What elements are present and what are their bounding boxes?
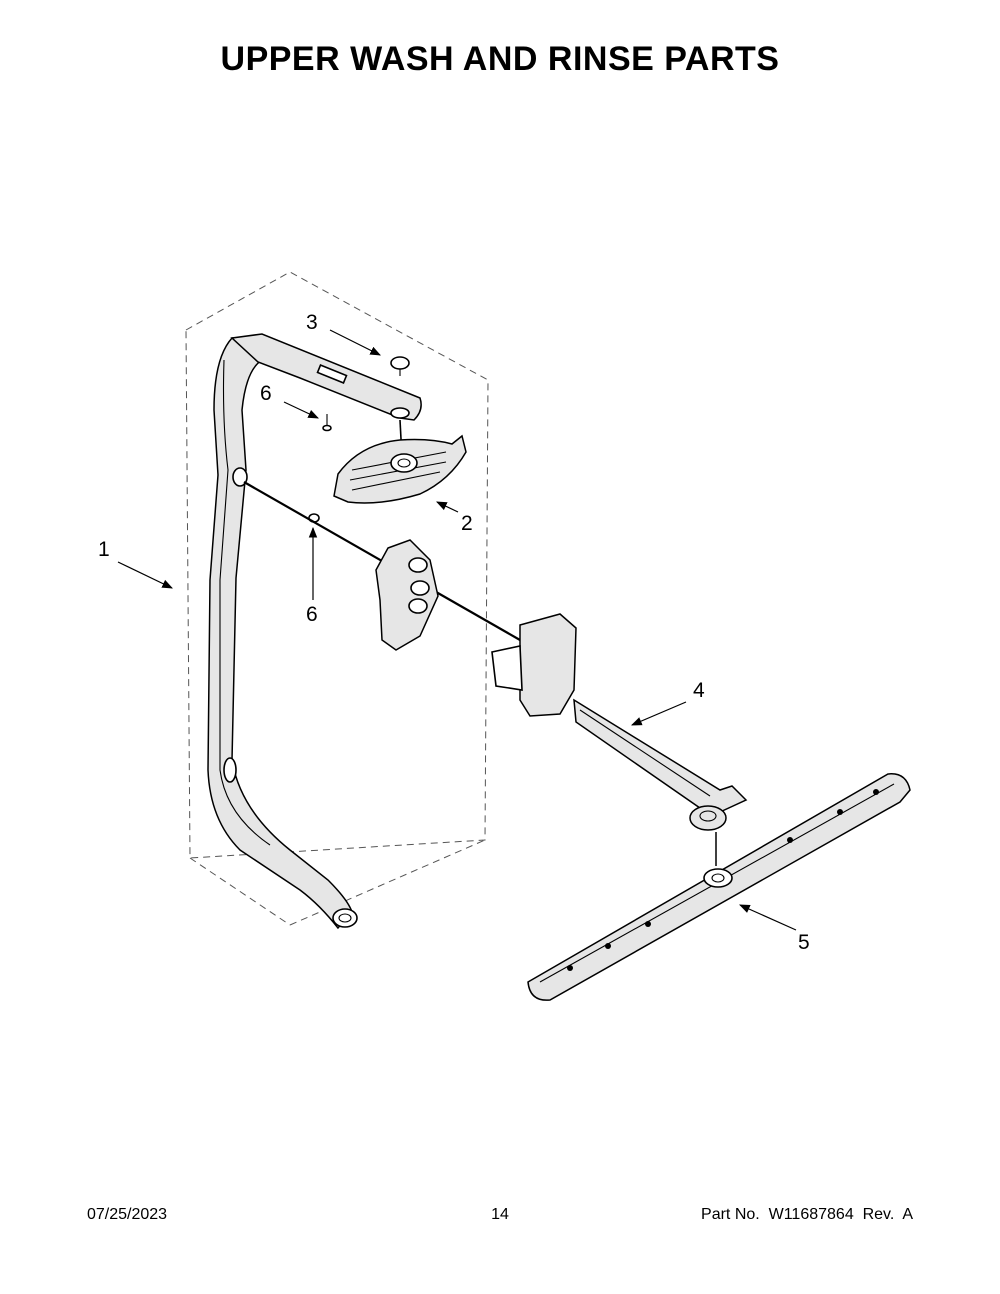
footer-page-number: 14 [491,1206,509,1223]
conduit-part-4 [491,613,748,866]
assembly-boundary [185,271,489,859]
callout-6-lower: 6 [306,603,318,626]
callout-2: 2 [461,512,473,535]
screw-part-6-upper [322,414,332,432]
diverter-valve [375,539,439,651]
lower-spray-arm-part-5 [527,773,911,1001]
callout-6-upper: 6 [260,382,272,405]
footer-date: 07/25/2023 [87,1206,168,1223]
footer-part-number: Part No. W11687864 Rev. A [701,1206,913,1223]
upper-arm-bracket [230,333,422,421]
callout-3: 3 [306,311,318,334]
callout-1: 1 [98,538,110,561]
cap-part-3 [390,356,410,376]
upper-spray-arm-part-2 [333,434,467,504]
page-title: UPPER WASH AND RINSE PARTS [220,40,780,78]
callout-5: 5 [798,931,810,954]
callout-4: 4 [693,679,705,702]
supply-tube-part-1 [207,337,358,930]
callout-arrows [117,329,797,931]
